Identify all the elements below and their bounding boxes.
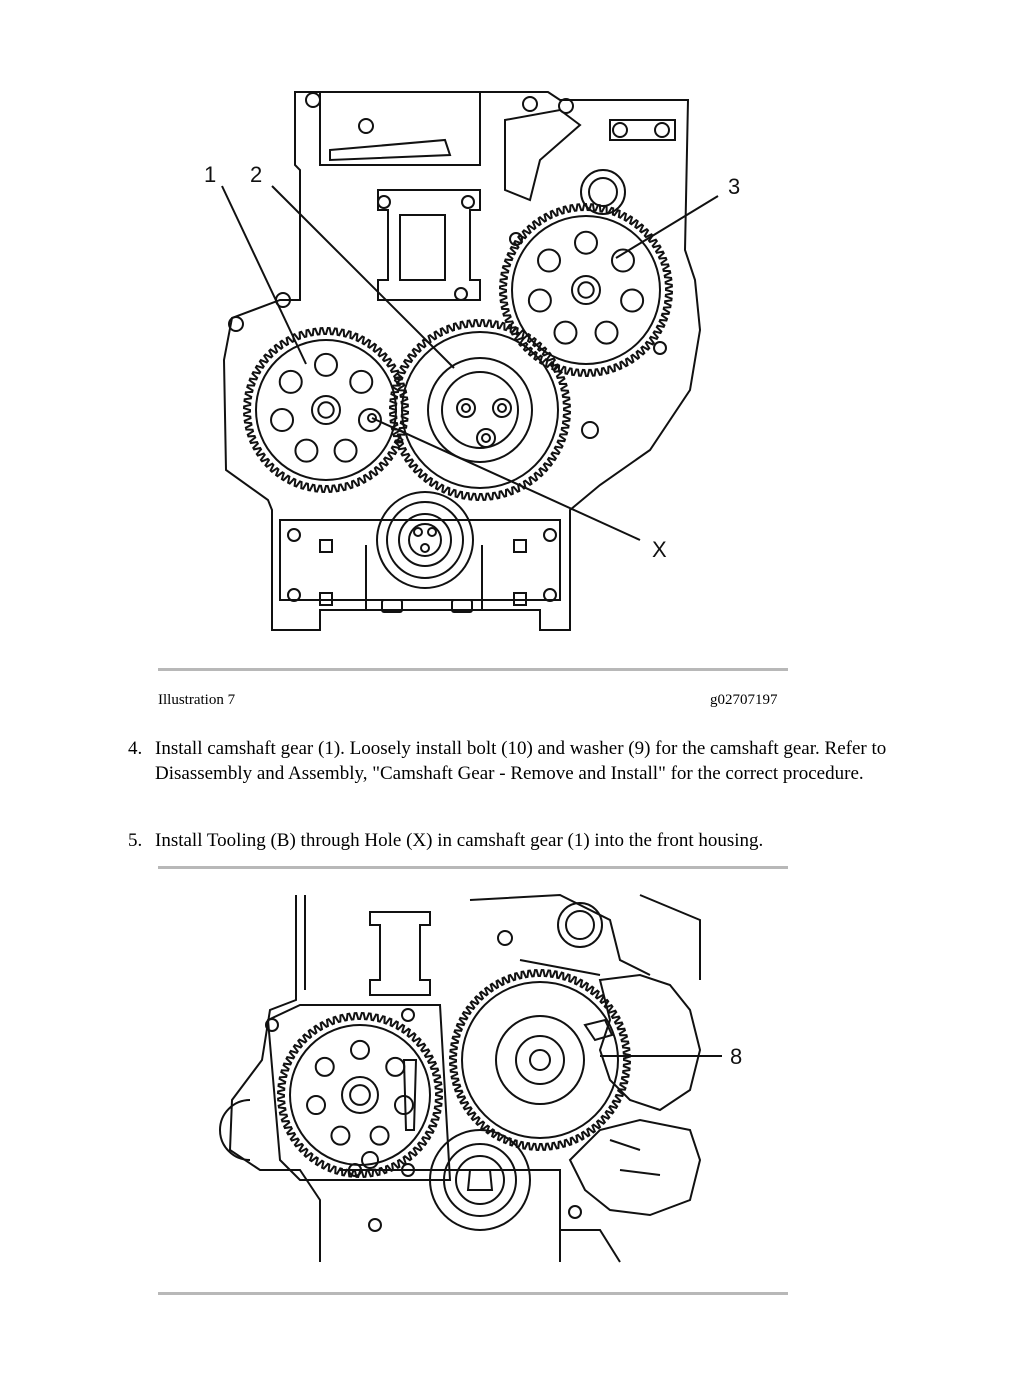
callout-1: 1	[204, 162, 216, 187]
hand-top	[598, 973, 702, 1112]
step-5-number: 5.	[128, 830, 143, 851]
callout-2: 2	[250, 162, 262, 187]
hand-bottom	[568, 1118, 702, 1217]
idler-gear-8	[448, 968, 632, 1152]
leader-line-1	[221, 185, 307, 365]
gear-installation-photo-illustration: 8	[219, 893, 742, 1263]
idler-gear-2	[388, 318, 572, 502]
figure2-bottom-rule	[158, 1292, 788, 1295]
tooling-pin	[402, 1059, 418, 1131]
leader-line-2	[271, 185, 455, 369]
camshaft-gear-1	[242, 326, 410, 494]
crankshaft-hub	[376, 491, 474, 589]
illustration-id: g02707197	[710, 692, 778, 708]
engine-block-outline	[222, 91, 702, 631]
figure2-top-rule	[158, 866, 788, 869]
callout-8: 8	[730, 1044, 742, 1069]
camshaft-gear	[276, 1011, 444, 1179]
callout-3: 3	[728, 174, 740, 199]
leader-line-3	[615, 195, 719, 259]
step-4-number: 4.	[128, 738, 143, 759]
callout-x: X	[652, 537, 667, 562]
leader-line-x	[371, 417, 641, 541]
fuel-pump-gear-3	[498, 203, 674, 377]
step-5-text: Install Tooling (B) through Hole (X) in …	[155, 830, 764, 851]
engine-gear-train-illustration: 1 2 3 X	[204, 91, 740, 631]
caption-top-rule	[158, 668, 788, 671]
step-4-text: Install camshaft gear (1). Loosely insta…	[155, 738, 887, 784]
illustration-label: Illustration 7	[158, 692, 236, 708]
crankshaft-hub-2	[429, 1129, 531, 1231]
